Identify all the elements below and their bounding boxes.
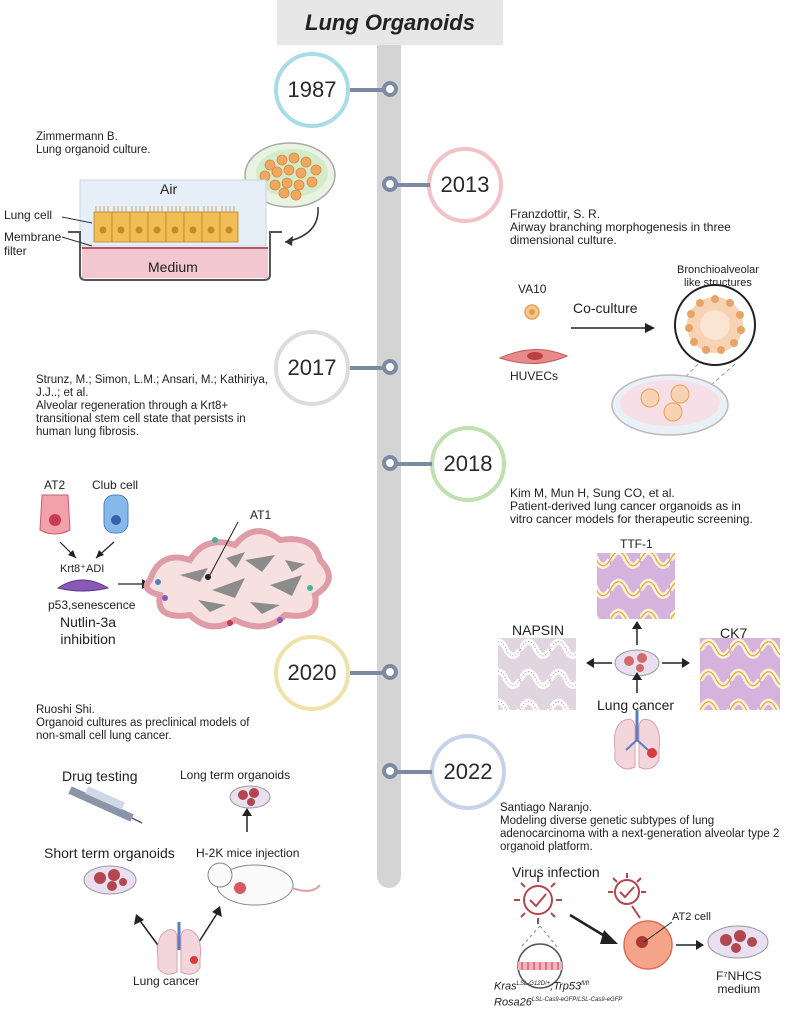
- krt8-transitional-illustration: [39, 494, 332, 630]
- year-label: 2020: [287, 660, 337, 685]
- year-circle-2020: 2020: [274, 635, 350, 711]
- title-box: Lung Organoids: [277, 0, 503, 45]
- preclinical-models-illustration: [68, 785, 321, 975]
- connector: [350, 671, 386, 675]
- label-h2k-mice: H-2K mice injection: [196, 846, 300, 860]
- label-long-term-organoids: Long term organoids: [180, 768, 291, 782]
- year-circle-2018: 2018: [430, 426, 506, 502]
- label-at2-cell: AT2 cell: [672, 911, 711, 923]
- connector: [392, 183, 430, 187]
- gene-trp53-allele: fl/fl: [581, 981, 589, 987]
- label-lung-cancer-2018: Lung cancer: [597, 697, 675, 713]
- gene-rosa26-allele: LSL-Cas9-eGFP/LSL-Cas9-eGFP: [531, 996, 623, 1003]
- connector: [350, 88, 386, 92]
- year-circle-2013: 2013: [427, 147, 503, 223]
- label-medium: Medium: [148, 259, 198, 275]
- label-drug-testing: Drug testing: [62, 768, 138, 784]
- label-club-cell: Club cell: [92, 478, 139, 492]
- label-ttf1: TTF-1: [620, 537, 653, 551]
- connector: [392, 770, 432, 774]
- label-huvecs: HUVECs: [510, 369, 559, 383]
- label-lung-cell: Lung cell: [4, 208, 53, 222]
- gene-trp53: ;Trp53: [550, 980, 582, 993]
- label-krt8-adi: Krt8⁺ADI: [60, 563, 105, 575]
- gene-kras: Kras: [494, 980, 517, 993]
- coculture-illustration: [498, 284, 756, 436]
- citation-2022: Santiago Naranjo. Modeling diverse genet…: [500, 802, 780, 853]
- connector: [350, 366, 386, 370]
- gene-rosa26: Rosa26: [494, 996, 532, 1009]
- genotype-label: KrasLSL-G12D/+;Trp53fl/fl Rosa26LSL-Cas9…: [494, 978, 622, 1009]
- timeline-node: [382, 81, 398, 97]
- year-circle-2017: 2017: [274, 330, 350, 406]
- year-label: 2022: [443, 759, 493, 784]
- gene-kras-allele: LSL-G12D/+: [516, 981, 551, 987]
- label-ck7: CK7: [720, 625, 748, 641]
- timeline-node: [382, 664, 398, 680]
- citation-2013: Franzdottir, S. R. Airway branching morp…: [510, 207, 731, 247]
- label-f7nhcs-medium: F⁷NHCS medium: [716, 969, 762, 996]
- page-title: Lung Organoids: [305, 9, 475, 35]
- year-label: 2017: [287, 355, 337, 380]
- year-circle-2022: 2022: [430, 734, 506, 810]
- label-air: Air: [160, 181, 178, 197]
- label-at2: AT2: [44, 478, 66, 492]
- connector: [392, 462, 432, 466]
- citation-1987: Zimmermann B. Lung organoid culture.: [36, 131, 151, 156]
- label-p53-senescence: p53,senescence: [48, 598, 136, 612]
- label-coculture: Co-culture: [573, 300, 638, 316]
- label-napsin: NAPSIN: [512, 622, 565, 638]
- year-label: 2013: [440, 172, 490, 197]
- label-membrane-filter: Membrane filter: [4, 230, 62, 258]
- year-label: 2018: [443, 451, 493, 476]
- label-lung-cancer-2020: Lung cancer: [133, 974, 200, 988]
- timeline-node: [382, 176, 398, 192]
- label-short-term-organoids: Short term organoids: [44, 845, 175, 861]
- label-va10: VA10: [518, 282, 547, 296]
- citation-2018: Kim M, Mun H, Sung CO, et al. Patient-de…: [510, 486, 753, 526]
- label-at1: AT1: [250, 508, 272, 522]
- year-circle-1987: 1987: [274, 52, 350, 128]
- label-bronchioalveolar: Bronchioalveolar like structures: [677, 264, 759, 289]
- lung-cancer-staining-illustration: [498, 553, 780, 770]
- label-nutlin-inhibition: Nutlin-3a inhibition: [60, 614, 117, 647]
- citation-2020: Ruoshi Shi. Organoid cultures as preclin…: [36, 704, 250, 742]
- timeline-node: [382, 359, 398, 375]
- year-label: 1987: [287, 77, 337, 102]
- timeline-node: [382, 455, 398, 471]
- virus-infection-illustration: [514, 873, 769, 989]
- timeline-node: [382, 763, 398, 779]
- citation-2017: Strunz, M.; Simon, L.M.; Ansari, M.; Kat…: [36, 374, 268, 438]
- label-virus-infection: Virus infection: [512, 864, 600, 880]
- organoid-culture-illustration: [61, 142, 336, 281]
